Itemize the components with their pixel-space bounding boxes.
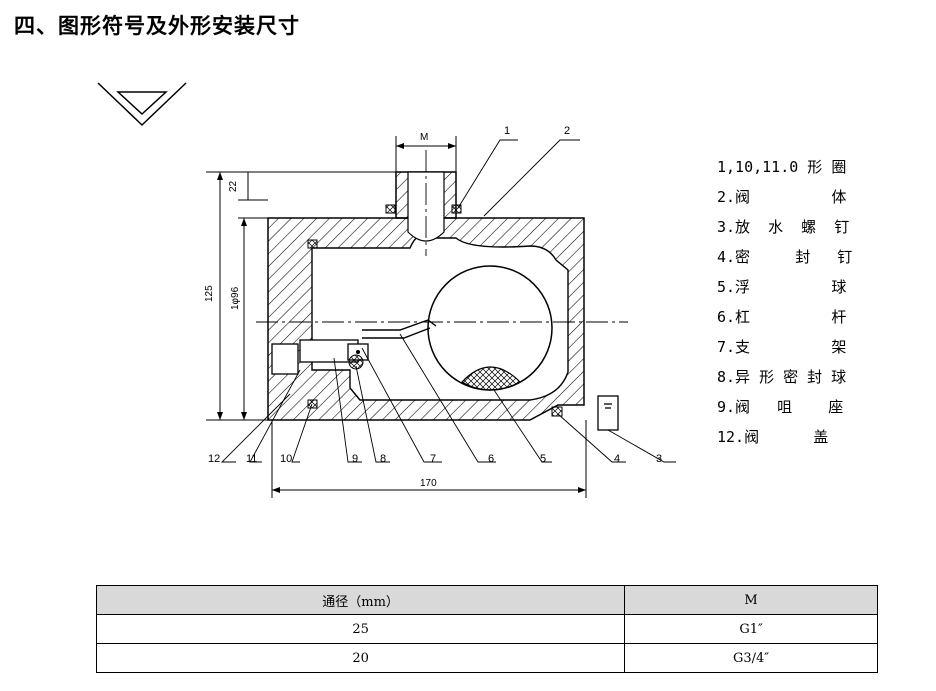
table-row: 20 G3/4″ bbox=[95, 643, 878, 673]
trap-drawing: M 22 125 1φ96 170 1 2 3 4 5 6 7 8 9 10 1… bbox=[97, 82, 676, 498]
callout-4: 4 bbox=[614, 453, 620, 465]
legend-item: 5.浮 球 bbox=[717, 278, 847, 296]
callout-5: 5 bbox=[540, 453, 546, 465]
dim-label-170: 170 bbox=[420, 478, 437, 489]
o-ring-seals bbox=[307, 204, 563, 417]
table-cell: 20 bbox=[95, 643, 626, 673]
dim-label-96: 1φ96 bbox=[230, 286, 241, 310]
legend-item: 12.阀 盖 bbox=[717, 428, 829, 446]
callout-10: 10 bbox=[280, 453, 292, 465]
table-cell: 25 bbox=[95, 614, 626, 644]
dim-label-m: M bbox=[420, 132, 428, 143]
legend-item: 3.放 水 螺 钉 bbox=[717, 218, 850, 236]
valve-seat-assembly bbox=[299, 339, 369, 370]
callout-3: 3 bbox=[656, 453, 662, 465]
column-header-m: M bbox=[624, 585, 878, 615]
callout-6: 6 bbox=[488, 453, 494, 465]
dim-label-125: 125 bbox=[204, 285, 215, 302]
dim-label-22: 22 bbox=[228, 180, 239, 192]
legend-item: 8.异 形 密 封 球 bbox=[717, 368, 847, 386]
lever-arm bbox=[362, 319, 437, 339]
dimension-lines bbox=[206, 136, 587, 498]
callout-12: 12 bbox=[208, 453, 220, 465]
legend-item: 2.阀 体 bbox=[717, 188, 847, 206]
centre-lines bbox=[256, 150, 628, 323]
legend-item: 1,10,11.0 形 圈 bbox=[717, 158, 847, 176]
callout-11: 11 bbox=[246, 453, 257, 465]
callout-1: 1 bbox=[504, 125, 510, 137]
page-heading: 四、图形符号及外形安装尺寸 bbox=[14, 14, 300, 38]
table-cell: G3/4″ bbox=[624, 643, 878, 673]
dimension-arrows bbox=[217, 143, 586, 493]
table-header-row: 通径（mm） M bbox=[95, 585, 878, 615]
table-cell: G1″ bbox=[624, 614, 878, 644]
legend-item: 6.杠 杆 bbox=[717, 308, 847, 326]
column-header-diameter: 通径（mm） bbox=[95, 585, 626, 615]
legend-item: 9.阀 咀 座 bbox=[717, 398, 844, 416]
float-ball bbox=[427, 265, 553, 391]
legend-item: 4.密 封 钉 bbox=[717, 248, 853, 266]
drain-screw bbox=[597, 395, 619, 431]
callout-8: 8 bbox=[380, 453, 386, 465]
callout-7: 7 bbox=[430, 453, 436, 465]
callout-9: 9 bbox=[352, 453, 358, 465]
callout-leaders bbox=[220, 139, 676, 463]
parts-legend: 1,10,11.0 形 圈 2.阀 体 3.放 水 螺 钉 4.密 封 钉 5.… bbox=[717, 156, 875, 456]
table-row: 25 G1″ bbox=[95, 614, 878, 644]
spec-table: 通径（mm） M 25 G1″ 20 G3/4″ bbox=[95, 585, 878, 673]
trap-symbol-icon bbox=[97, 82, 187, 127]
callout-2: 2 bbox=[564, 125, 570, 137]
legend-item: 7.支 架 bbox=[717, 338, 847, 356]
